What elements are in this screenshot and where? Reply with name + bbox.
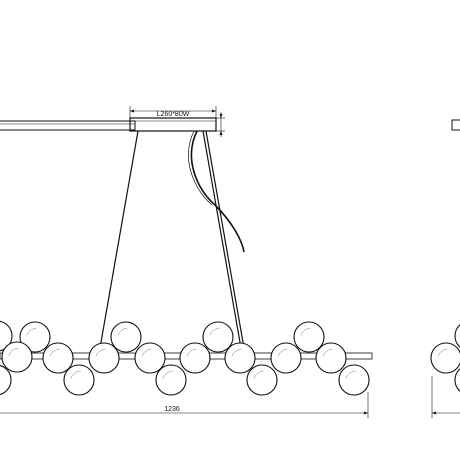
canopy bbox=[129, 117, 217, 132]
globe bbox=[88, 342, 120, 374]
globe bbox=[42, 342, 74, 374]
globe bbox=[134, 342, 166, 374]
globe bbox=[454, 368, 460, 392]
side-view-canopy bbox=[451, 119, 460, 131]
globe bbox=[110, 321, 142, 353]
globe bbox=[430, 342, 460, 374]
globe bbox=[179, 342, 211, 374]
globe bbox=[224, 342, 256, 374]
globe bbox=[155, 364, 187, 396]
side-view bbox=[430, 119, 460, 418]
globe bbox=[270, 342, 302, 374]
canopy-dimension: L260*80W bbox=[129, 106, 217, 118]
power-cord bbox=[190, 130, 245, 253]
globe-cluster bbox=[0, 320, 373, 396]
side-view-globes bbox=[430, 324, 460, 392]
ceiling-bar bbox=[0, 120, 136, 131]
globe bbox=[1, 341, 33, 373]
globe bbox=[63, 364, 95, 396]
globe bbox=[454, 324, 460, 348]
overall-length-dimension: 1236 bbox=[0, 392, 369, 418]
globe bbox=[246, 364, 278, 396]
globe bbox=[0, 364, 12, 396]
canopy-dimension-label: L260*80W bbox=[157, 111, 190, 118]
overall-length-label: 1236 bbox=[164, 406, 180, 413]
globe bbox=[338, 364, 370, 396]
suspension-cables bbox=[99, 130, 245, 349]
globe bbox=[315, 342, 347, 374]
globe bbox=[293, 321, 325, 353]
globe bbox=[19, 321, 51, 353]
globe bbox=[202, 321, 234, 353]
canopy-height-dimension bbox=[216, 112, 225, 137]
globe bbox=[0, 320, 13, 352]
